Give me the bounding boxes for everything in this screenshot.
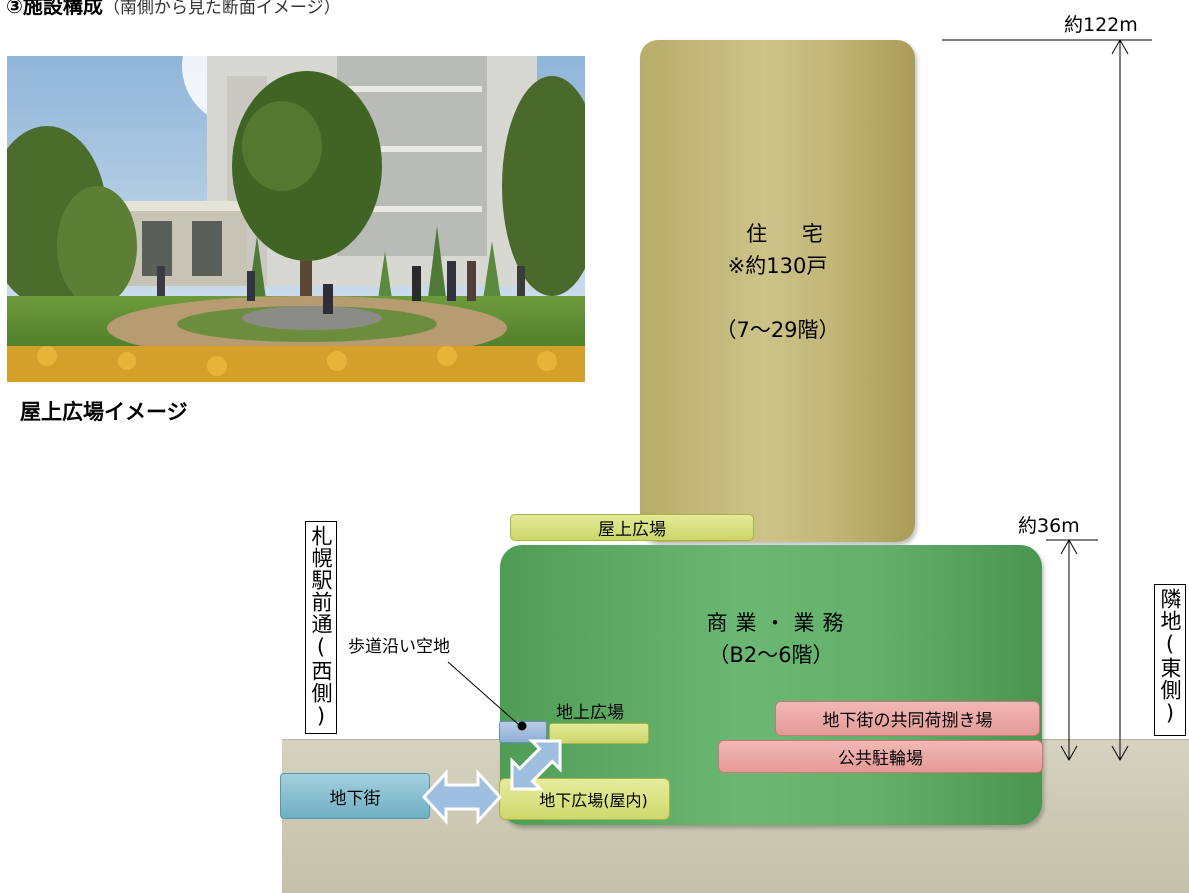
podium-name: 商業・業務 xyxy=(706,611,852,635)
page-title: ③施設構成（南側から見た断面イメージ） xyxy=(6,0,341,19)
tower-units: ※約130戸 xyxy=(727,254,828,278)
total-height-arrow-up xyxy=(1111,38,1129,55)
residential-tower: 住 宅 ※約130戸 （7～29階） xyxy=(640,40,915,542)
bicycle-parking-block: 公共駐輪場 xyxy=(718,740,1043,773)
ground-plaza-label: 地上広場 xyxy=(556,703,624,723)
podium-height-label: 約36m xyxy=(1018,515,1080,537)
rooftop-plaza-photo xyxy=(7,56,585,382)
rooftop-plaza-illustration xyxy=(7,56,585,382)
commercial-podium: 商業・業務 （B2～6階） xyxy=(500,545,1042,825)
tower-name: 住 宅 xyxy=(746,222,837,246)
sidewalk-space-block xyxy=(499,721,547,743)
underground-mall-block: 地下街 xyxy=(280,773,430,819)
podium-floors: （B2～6階） xyxy=(708,643,834,667)
rooftop-plaza-block: 屋上広場 xyxy=(510,514,754,541)
loading-area-block: 地下街の共同荷捌き場 xyxy=(775,701,1040,736)
tower-floors: （7～29階） xyxy=(715,318,840,342)
sidewalk-space-label: 歩道沿い空地 xyxy=(348,637,450,657)
photo-caption: 屋上広場イメージ xyxy=(20,400,188,424)
west-side-label: 札幌駅前通(西側) xyxy=(305,521,337,734)
total-height-label: 約122m xyxy=(1064,14,1138,36)
underground-plaza-block: 地下広場(屋内) xyxy=(499,778,670,820)
title-subtitle: （南側から見た断面イメージ） xyxy=(102,0,341,18)
ground-plaza-block xyxy=(549,723,649,744)
east-side-label: 隣地(東側) xyxy=(1154,584,1186,736)
podium-height-arrow-up xyxy=(1060,538,1078,555)
title-main: ③施設構成 xyxy=(6,0,103,18)
